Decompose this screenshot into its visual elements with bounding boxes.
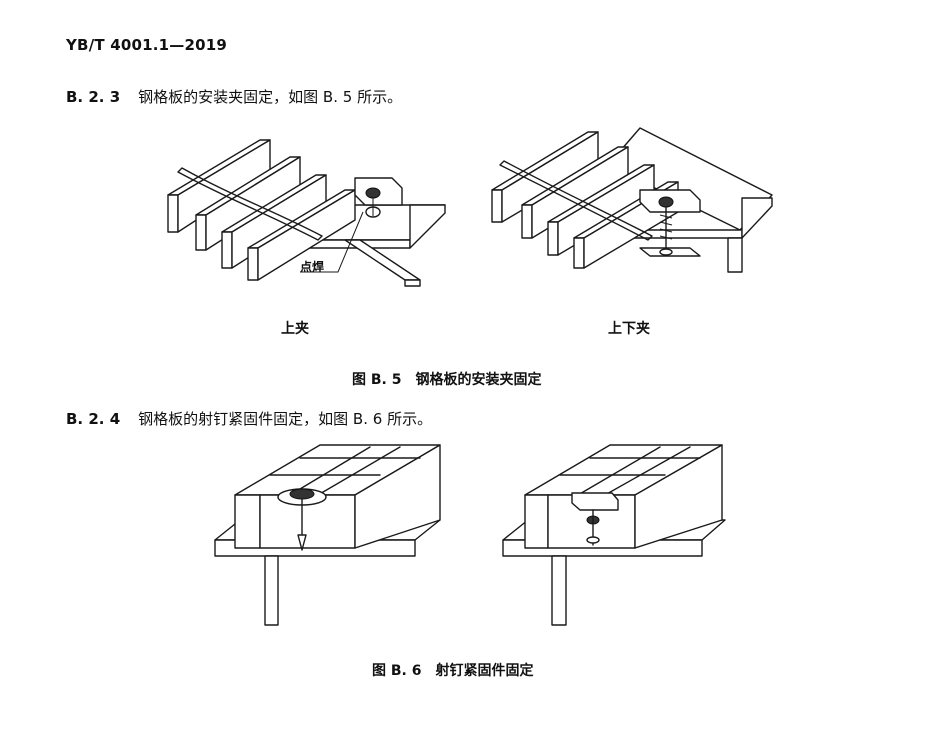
figure-b6-caption: 图 B. 6 射钉紧固件固定 [372,663,534,679]
upper-clip [354,177,403,218]
upper-lower-clip [639,189,701,257]
figure-b5-caption: 图 B. 5 钢格板的安装夹固定 [352,372,542,388]
section-b24-number: B. 2. 4 [66,410,121,428]
callout-leader-line [300,211,364,273]
section-b23-number: B. 2. 3 [66,88,121,106]
section-b23-text: 钢格板的安装夹固定，如图 B. 5 所示。 [138,88,403,106]
support-beam-right [607,127,773,273]
section-b23: B. 2. 3 钢格板的安装夹固定，如图 B. 5 所示。 [66,86,402,107]
sublabel-upper-lower-clip: 上下夹 [608,321,650,337]
twisted-cross-bar-right [499,160,653,241]
fastener-left [277,488,327,551]
grating-structure-left [234,444,441,549]
twisted-cross-bar-left [177,167,323,241]
fastener-clip-right [571,492,619,546]
sublabel-upper-clip: 上夹 [281,321,309,337]
section-b24-text: 钢格板的射钉紧固件固定，如图 B. 6 所示。 [138,410,433,428]
document-code: YB/T 4001.1—2019 [66,36,228,54]
section-b24: B. 2. 4 钢格板的射钉紧固件固定，如图 B. 6 所示。 [66,408,432,429]
callout-spot-weld: 点焊 [300,260,325,274]
